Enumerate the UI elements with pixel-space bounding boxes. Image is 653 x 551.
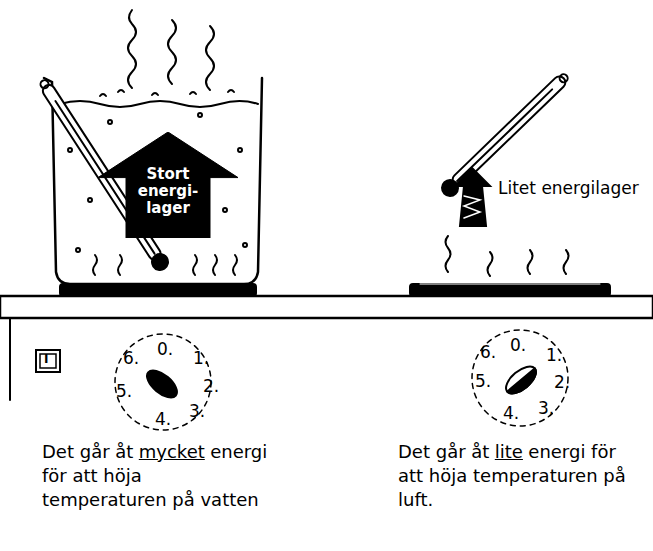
dial-number: 6. [123, 348, 139, 368]
energy-arrow: Stort energi- lager [98, 132, 238, 238]
dial-number: 3. [189, 401, 205, 421]
dial-number: 2. [203, 376, 219, 396]
dial-number: 5. [116, 381, 132, 401]
caption-block: Det går åtmycketenergi för att höja temp… [42, 440, 270, 512]
energy-label: Litet energilager [498, 178, 648, 198]
dial-number: 1. [193, 348, 209, 368]
caption-text: lite [495, 441, 523, 462]
node-text: Stort energi- lager [133, 166, 203, 217]
panel-symbol: I [44, 352, 48, 366]
dial-number: 4. [503, 403, 519, 423]
dial-number: 1. [546, 345, 562, 365]
dial-number: 3. [538, 398, 554, 418]
caption-block: Det går åtliteenergi för att höja temper… [398, 440, 638, 512]
dial-number: 0. [510, 335, 526, 355]
arrow-outline [98, 132, 238, 238]
dial-number: 2. [554, 372, 570, 392]
dial-number: 0. [157, 339, 173, 359]
dial-number: 5. [475, 371, 491, 391]
caption-text: Det går åt [42, 441, 133, 462]
caption-text: mycket [139, 441, 205, 462]
dial-number: 4. [155, 409, 171, 429]
caption-text: Det går åt [398, 441, 489, 462]
dial-number: 6. [480, 342, 496, 362]
